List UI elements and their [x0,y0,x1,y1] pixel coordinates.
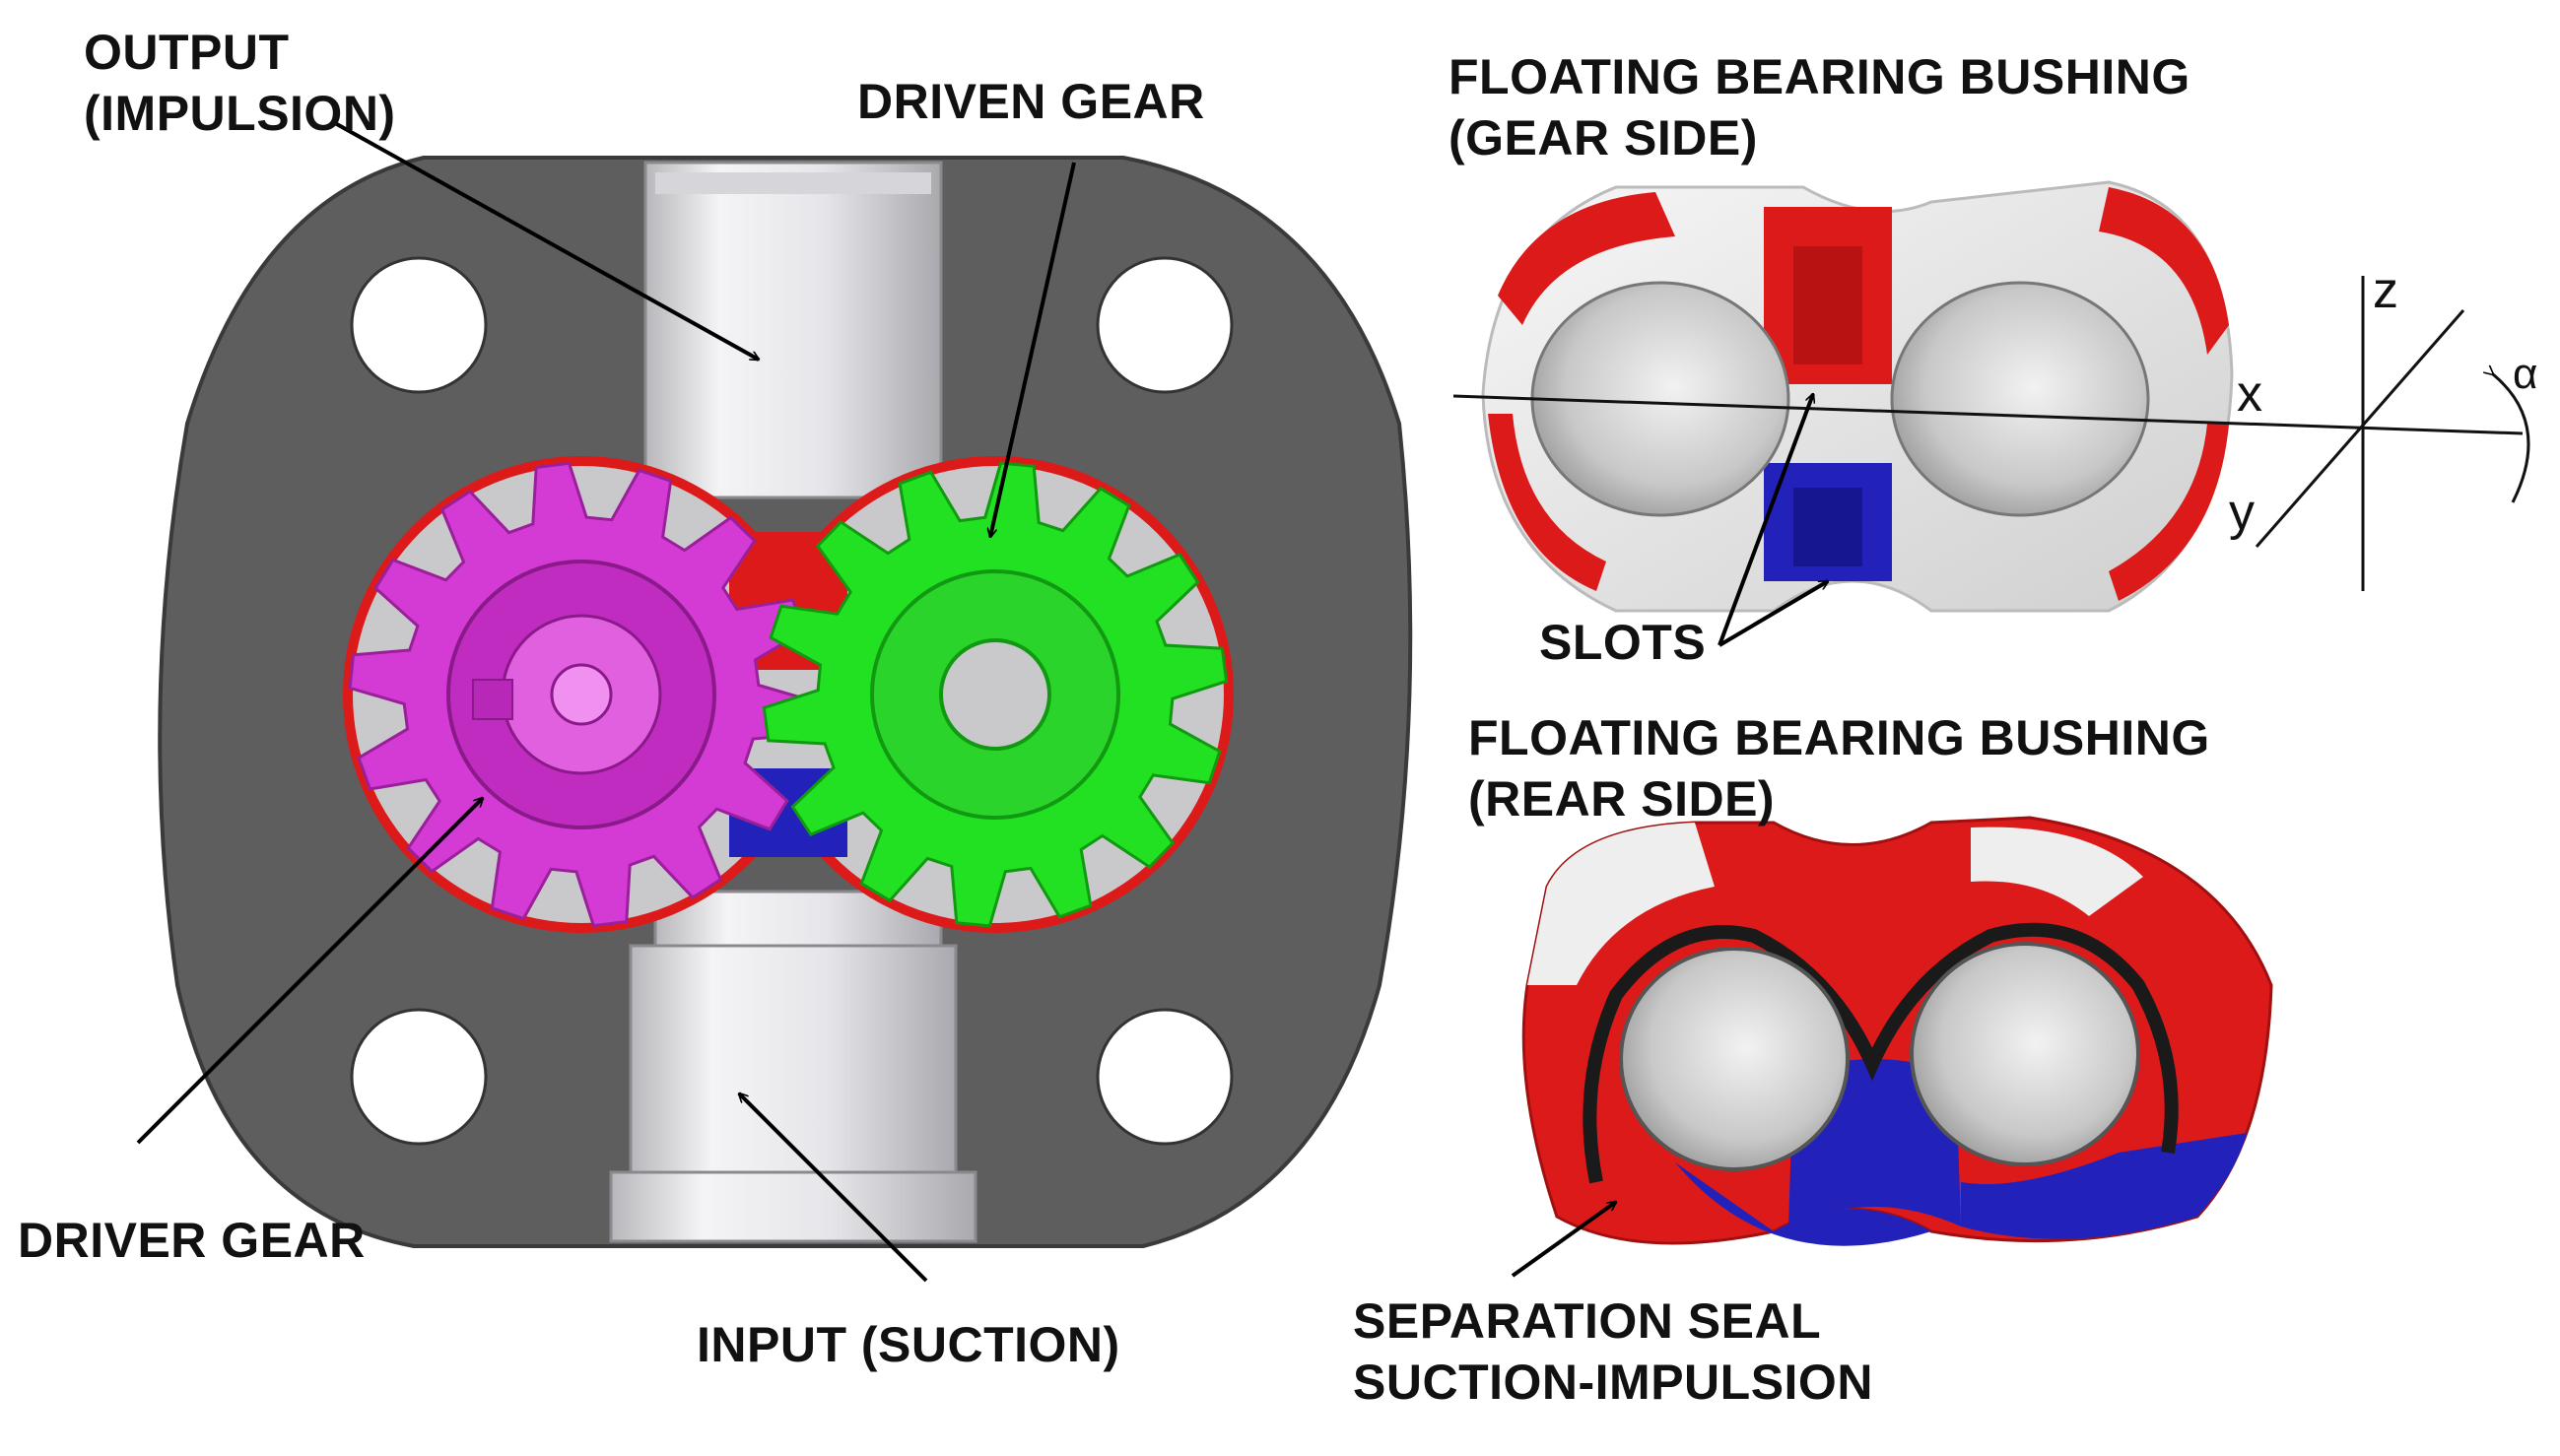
label-output-line2: (IMPULSION) [84,86,396,141]
arrow-driver-gear [136,798,483,1145]
label-bushing-gear-side-line1: FLOATING BEARING BUSHING [1448,49,2190,104]
label-bushing-rear-side-line1: FLOATING BEARING BUSHING [1468,710,2210,765]
alpha-rotation-arrow [2493,374,2530,503]
label-separation-seal-line1: SEPARATION SEAL [1353,1293,1822,1349]
axis-label-y: y [2229,484,2255,541]
arrow-input [739,1093,928,1283]
bolt-hole-bottom-right [1096,1008,1234,1146]
axis-label-x: x [2237,365,2262,423]
label-bushing-rear-side: FLOATING BEARING BUSHING (REAR SIDE) [1468,707,2210,829]
bolt-hole-top-left [350,256,488,394]
bushing-rear-side [1521,816,2273,1246]
driver-gear-center [550,663,613,726]
driver-gear-key [472,679,513,720]
label-output-line1: OUTPUT [84,25,290,80]
y-axis [2255,309,2465,548]
x-axis [1452,394,2524,435]
input-port [609,890,977,1243]
separation-seal [1583,922,2179,1184]
coordinate-axes [1452,276,2530,591]
arrow-separation-seal [1511,1200,1616,1278]
bushing-gear-side [1481,180,2234,613]
label-output: OUTPUT (IMPULSION) [84,22,396,144]
driven-gear [762,461,1229,928]
label-separation-seal-line2: SUCTION-IMPULSION [1353,1355,1873,1410]
bolt-hole-top-right [1096,256,1234,394]
label-bushing-gear-side-line2: (GEAR SIDE) [1448,110,1758,165]
arrow-slots-1 [1718,394,1813,646]
output-port [643,161,943,499]
axis-label-alpha: α [2513,350,2538,398]
arrow-output [334,121,759,362]
label-bushing-rear-side-line2: (REAR SIDE) [1468,771,1776,827]
label-input: INPUT (SUCTION) [697,1317,1120,1372]
label-driver-gear: DRIVER GEAR [18,1213,366,1268]
axis-label-z: z [2373,262,2398,319]
bolt-hole-bottom-left [350,1008,488,1146]
rear-bore-right [1910,942,2140,1166]
rear-bore-left [1619,947,1850,1171]
label-separation-seal: SEPARATION SEAL SUCTION-IMPULSION [1353,1291,1873,1413]
callout-arrows [136,121,1828,1283]
driven-gear-bore [939,638,1051,751]
driver-gear [348,461,815,928]
label-driven-gear: DRIVEN GEAR [857,74,1205,129]
label-bushing-gear-side: FLOATING BEARING BUSHING (GEAR SIDE) [1448,46,2190,168]
label-slots: SLOTS [1539,615,1707,670]
arrow-driven-gear [990,162,1076,537]
arrow-slots-2 [1718,579,1828,647]
bushing-bore-right [1890,281,2150,517]
